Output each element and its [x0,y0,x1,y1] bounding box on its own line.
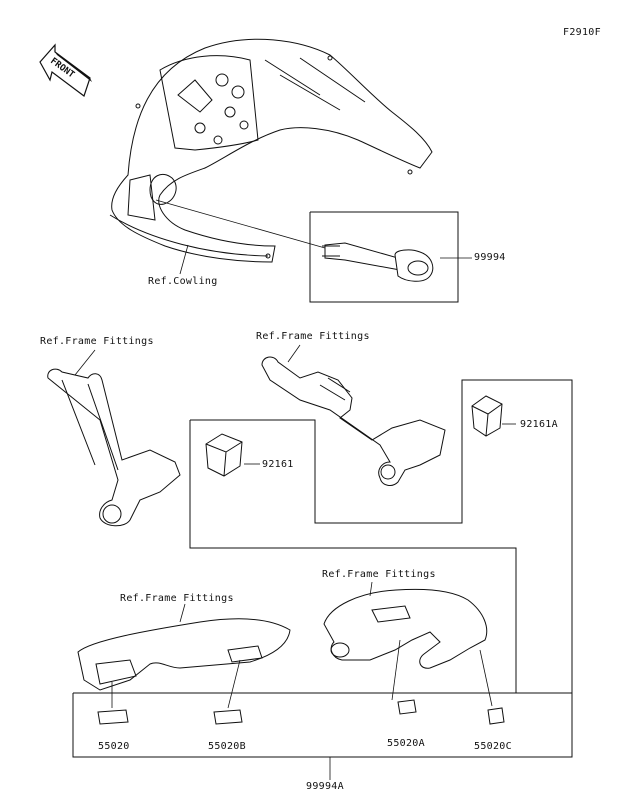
pad-55020 [97,682,129,725]
pad-55020C [479,649,505,725]
frame-fitting-lower-right-illustration [323,581,488,669]
part-92161A-label: 92161A [520,419,558,430]
socket-kit-box [155,199,472,303]
ref-frame-fittings-label-2: Ref.Frame Fittings [256,331,370,342]
part-55020A-label: 55020A [387,738,425,749]
part-99994A-label: 99994A [306,781,344,792]
rubber-block-92161A [471,395,516,437]
part-99994-label: 99994 [474,252,506,263]
rubber-block-92161 [205,433,260,477]
ref-cowling-label: Ref.Cowling [148,276,218,287]
cowling-illustration [109,38,433,263]
ref-frame-fittings-label-4: Ref.Frame Fittings [120,593,234,604]
figure-code: F2910F [563,27,601,38]
part-55020C-label: 55020C [474,741,512,752]
ref-frame-fittings-label-1: Ref.Frame Fittings [40,336,154,347]
part-55020-label: 55020 [98,741,130,752]
frame-fitting-right-illustration [261,344,446,486]
frame-fitting-lower-left-illustration [77,603,291,691]
ref-frame-fittings-label-3: Ref.Frame Fittings [322,569,436,580]
part-55020B-label: 55020B [208,741,246,752]
pad-55020A [391,639,417,715]
pad-55020B [213,659,243,725]
frame-fitting-left-illustration [47,349,181,527]
front-arrow-icon: FRONT [39,43,92,97]
part-92161-label: 92161 [262,459,294,470]
